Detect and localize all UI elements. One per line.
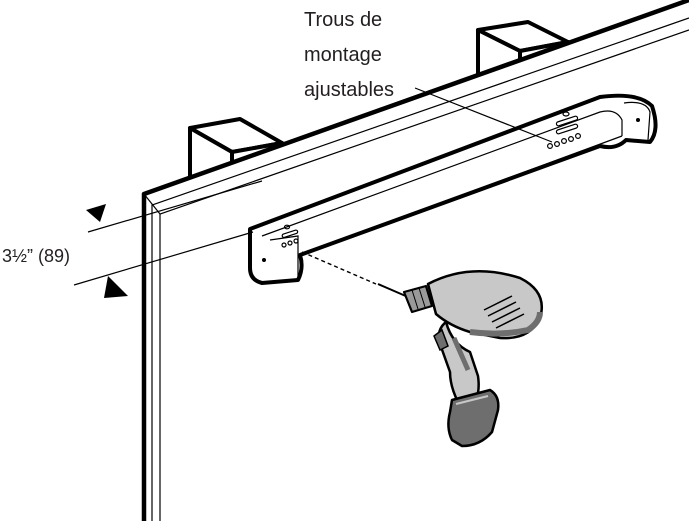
frame	[141, 0, 689, 521]
dimension-arrow-up	[104, 276, 128, 298]
drill-path	[301, 251, 377, 285]
callout-line-1: Trous de	[304, 9, 382, 31]
callout-line-3: ajustables	[304, 79, 394, 101]
callout-line-2: montage	[304, 44, 382, 66]
adjustable-holes-left	[281, 224, 299, 248]
adjustable-holes-right	[546, 111, 581, 150]
dimension-label: 3½” (89)	[2, 246, 70, 266]
dimension-arrow-down	[86, 204, 106, 222]
screw-hole-left-end	[262, 258, 266, 262]
dimension-indicator: 3½” (89)	[2, 180, 263, 298]
screw-hole-right-end	[636, 118, 640, 122]
callout-text: Trous de montage ajustables	[304, 9, 394, 101]
callout-leader-line	[414, 87, 553, 143]
drill-icon	[377, 270, 543, 448]
mounting-rail	[248, 93, 658, 285]
